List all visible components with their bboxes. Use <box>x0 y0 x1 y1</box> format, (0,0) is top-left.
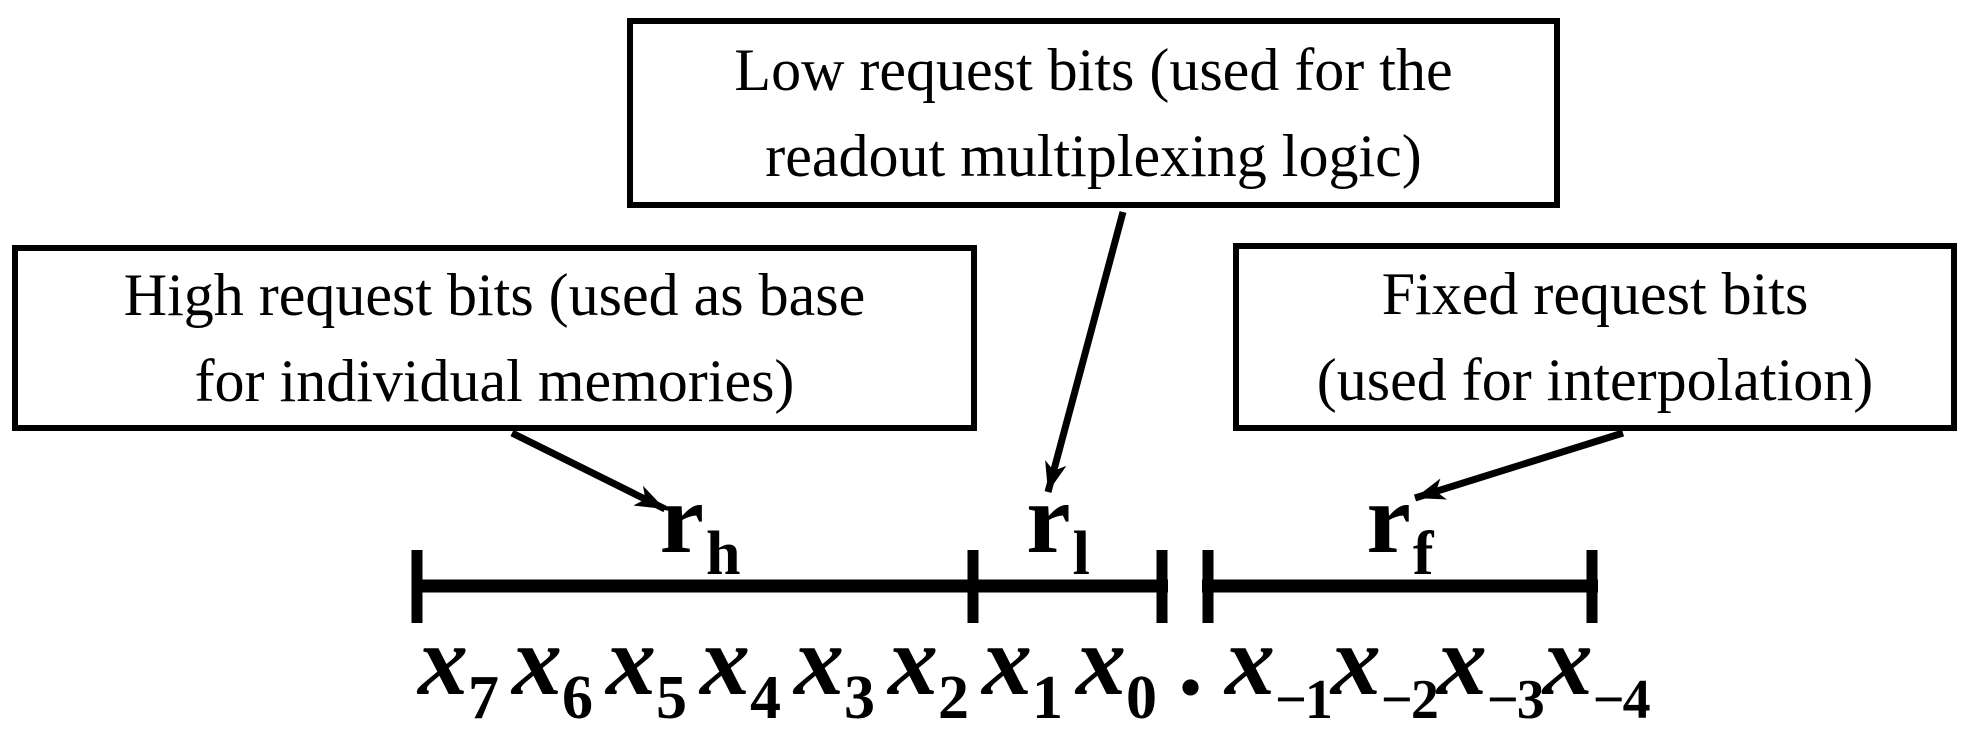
arrow-high-callout-icon <box>510 429 667 513</box>
callout-fixed-line1: Fixed request bits <box>1381 261 1809 327</box>
callout-low-line1: Low request bits (used for the <box>734 37 1453 103</box>
bit-label-x4: x4 <box>700 605 781 733</box>
callout-fixed-line2: (used for interpolation) <box>1316 347 1874 413</box>
bit-label-x-2: x−2 <box>1330 605 1439 732</box>
bit-label-x3: x3 <box>794 605 875 733</box>
bit-label-x0: x0 <box>1076 605 1157 733</box>
callout-box-high-request-bits: High request bits (used as base for indi… <box>12 245 977 431</box>
bit-label-x1: x1 <box>982 605 1063 733</box>
radix-point: . <box>1178 605 1203 716</box>
arrow-fixed-callout-icon <box>1413 429 1625 502</box>
callout-low-line2: readout multiplexing logic) <box>765 123 1422 189</box>
segment-rh-symbol: r <box>659 463 704 574</box>
bit-label-x5: x5 <box>606 605 687 733</box>
bit-label-x-4: x−4 <box>1542 605 1651 732</box>
bit-label-x6: x6 <box>512 605 593 733</box>
bit-label-x7: x7 <box>418 605 499 733</box>
bit-label-x2: x2 <box>888 605 969 733</box>
callout-high-line2: for individual memories) <box>194 348 795 414</box>
callout-high-line1: High request bits (used as base <box>123 262 866 328</box>
segment-rl-symbol: r <box>1026 463 1071 574</box>
segment-label-rl: rl <box>1026 469 1090 604</box>
segment-rf-subscript: f <box>1412 520 1434 588</box>
callout-box-low-request-bits: Low request bits (used for the readout m… <box>627 18 1560 208</box>
bit-label-x-3: x−3 <box>1436 605 1545 732</box>
bit-labels-row: x7 x6 x5 x4 x3 x2 x1 x0 . x−1 x−2 x−3 x−… <box>418 605 1651 737</box>
segment-label-rf: rf <box>1366 469 1433 604</box>
bit-label-x-1: x−1 <box>1225 605 1333 732</box>
segment-rh-subscript: h <box>705 520 741 588</box>
segment-rf-symbol: r <box>1366 463 1411 574</box>
callout-box-fixed-request-bits: Fixed request bits (used for interpolati… <box>1233 243 1957 431</box>
segment-label-rh: rh <box>660 469 741 604</box>
arrow-low-callout-icon <box>1044 211 1127 493</box>
segment-rl-subscript: l <box>1072 520 1090 588</box>
